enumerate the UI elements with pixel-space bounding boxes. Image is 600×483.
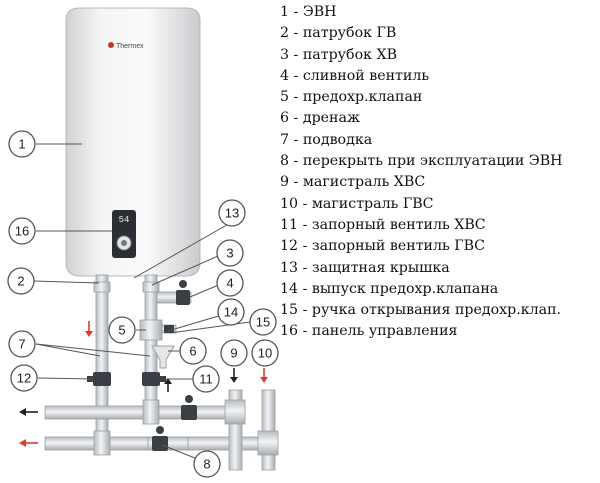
panel-display: 54 (119, 215, 130, 225)
legend-item: 14 - выпуск предохр.клапана (280, 280, 499, 297)
valve-icon (185, 395, 193, 403)
callout-7: 7 (8, 330, 36, 358)
callout-12: 12 (10, 364, 38, 392)
callout-3: 3 (216, 239, 244, 267)
valve-8[interactable] (152, 426, 168, 451)
arrow-icon (230, 368, 238, 383)
arrow-icon (85, 321, 93, 337)
legend-item: 6 - дренаж (280, 110, 361, 127)
valve-icon (156, 426, 164, 434)
valve-cold-main[interactable] (181, 395, 197, 420)
water-heater: Thermex 54 (65, 7, 201, 277)
arrow-icon (19, 408, 38, 416)
legend-item: 5 - предохр.клапан (280, 89, 423, 106)
svg-text:1: 1 (18, 137, 25, 152)
svg-text:4: 4 (226, 276, 233, 291)
svg-text:Thermex: Thermex (116, 43, 144, 50)
callout-13: 13 (218, 199, 246, 227)
arrow-icon (260, 368, 268, 383)
legend-item: 16 - панель управления (280, 323, 458, 340)
legend-item: 12 - запорный вентиль ГВС (280, 238, 485, 255)
svg-text:2: 2 (17, 274, 24, 289)
svg-text:13: 13 (225, 206, 239, 221)
svg-text:15: 15 (256, 315, 270, 330)
valve-11[interactable] (142, 372, 166, 386)
legend-item: 13 - защитная крышка (280, 259, 450, 276)
callout-15: 15 (249, 308, 277, 336)
valve-4[interactable] (176, 280, 190, 305)
safety-valve-handle-15[interactable] (164, 325, 174, 333)
control-panel[interactable]: 54 (112, 210, 136, 258)
callout-11: 11 (192, 365, 220, 393)
brand-logo: Thermex (108, 42, 144, 50)
svg-text:5: 5 (118, 323, 125, 338)
legend-item: 11 - запорный вентиль ХВС (280, 216, 486, 233)
legend-item: 10 - магистраль ГВС (280, 195, 434, 212)
legend-item: 1 - ЭВН (280, 4, 337, 20)
legend-list: 1 - ЭВН 2 - патрубок ГВ 3 - патрубок ХВ … (280, 2, 600, 343)
svg-text:7: 7 (18, 337, 25, 352)
svg-text:11: 11 (199, 372, 213, 387)
svg-text:10: 10 (258, 346, 272, 361)
svg-text:16: 16 (15, 224, 29, 239)
callout-10: 10 (251, 339, 279, 367)
legend-item: 2 - патрубок ГВ (280, 25, 397, 42)
valve-icon (179, 280, 187, 288)
legend-item: 15 - ручка открывания предохр.клап. (280, 302, 562, 319)
arrow-icon (164, 378, 172, 392)
callout-1: 1 (8, 130, 36, 158)
svg-text:12: 12 (17, 371, 31, 386)
callout-4: 4 (216, 269, 244, 297)
legend-item: 4 - сливной вентиль (280, 67, 430, 84)
callout-16: 16 (8, 217, 36, 245)
callout-14: 14 (217, 298, 245, 326)
legend-item: 8 - перекрыть при эксплуатации ЭВН (280, 153, 563, 170)
svg-text:6: 6 (189, 344, 196, 359)
legend-item: 3 - патрубок ХВ (280, 46, 398, 63)
arrow-icon (19, 439, 38, 447)
callout-6: 6 (179, 337, 207, 365)
callout-8: 8 (193, 450, 221, 478)
legend-item: 9 - магистраль ХВС (280, 174, 426, 191)
legend-item: 7 - подводка (280, 131, 373, 148)
callout-9: 9 (220, 339, 248, 367)
flow-arrows (19, 321, 268, 447)
valve-icon (160, 376, 166, 382)
svg-text:9: 9 (230, 346, 237, 361)
svg-text:8: 8 (203, 457, 210, 472)
svg-text:14: 14 (224, 305, 238, 320)
svg-text:3: 3 (226, 246, 233, 261)
callout-5: 5 (108, 316, 136, 344)
callout-2: 2 (7, 267, 35, 295)
